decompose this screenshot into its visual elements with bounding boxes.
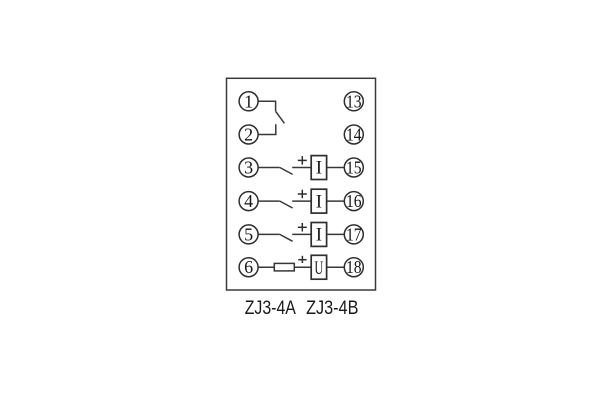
svg-text:I: I [316, 191, 322, 212]
svg-text:17: 17 [346, 224, 362, 244]
svg-text:5: 5 [244, 224, 253, 244]
svg-text:15: 15 [346, 158, 362, 178]
svg-text:U: U [314, 258, 323, 279]
svg-text:14: 14 [346, 125, 362, 145]
svg-text:1: 1 [244, 91, 253, 111]
svg-text:4: 4 [244, 191, 253, 211]
svg-text:ZJ3-4B: ZJ3-4B [306, 297, 358, 319]
svg-text:I: I [316, 158, 322, 179]
svg-text:2: 2 [244, 125, 253, 145]
svg-text:ZJ3-4A: ZJ3-4A [245, 297, 296, 319]
svg-text:16: 16 [346, 191, 362, 211]
svg-text:13: 13 [346, 91, 362, 111]
svg-text:18: 18 [346, 257, 362, 277]
svg-text:3: 3 [244, 158, 253, 178]
svg-text:I: I [316, 225, 322, 246]
svg-text:6: 6 [244, 257, 253, 277]
